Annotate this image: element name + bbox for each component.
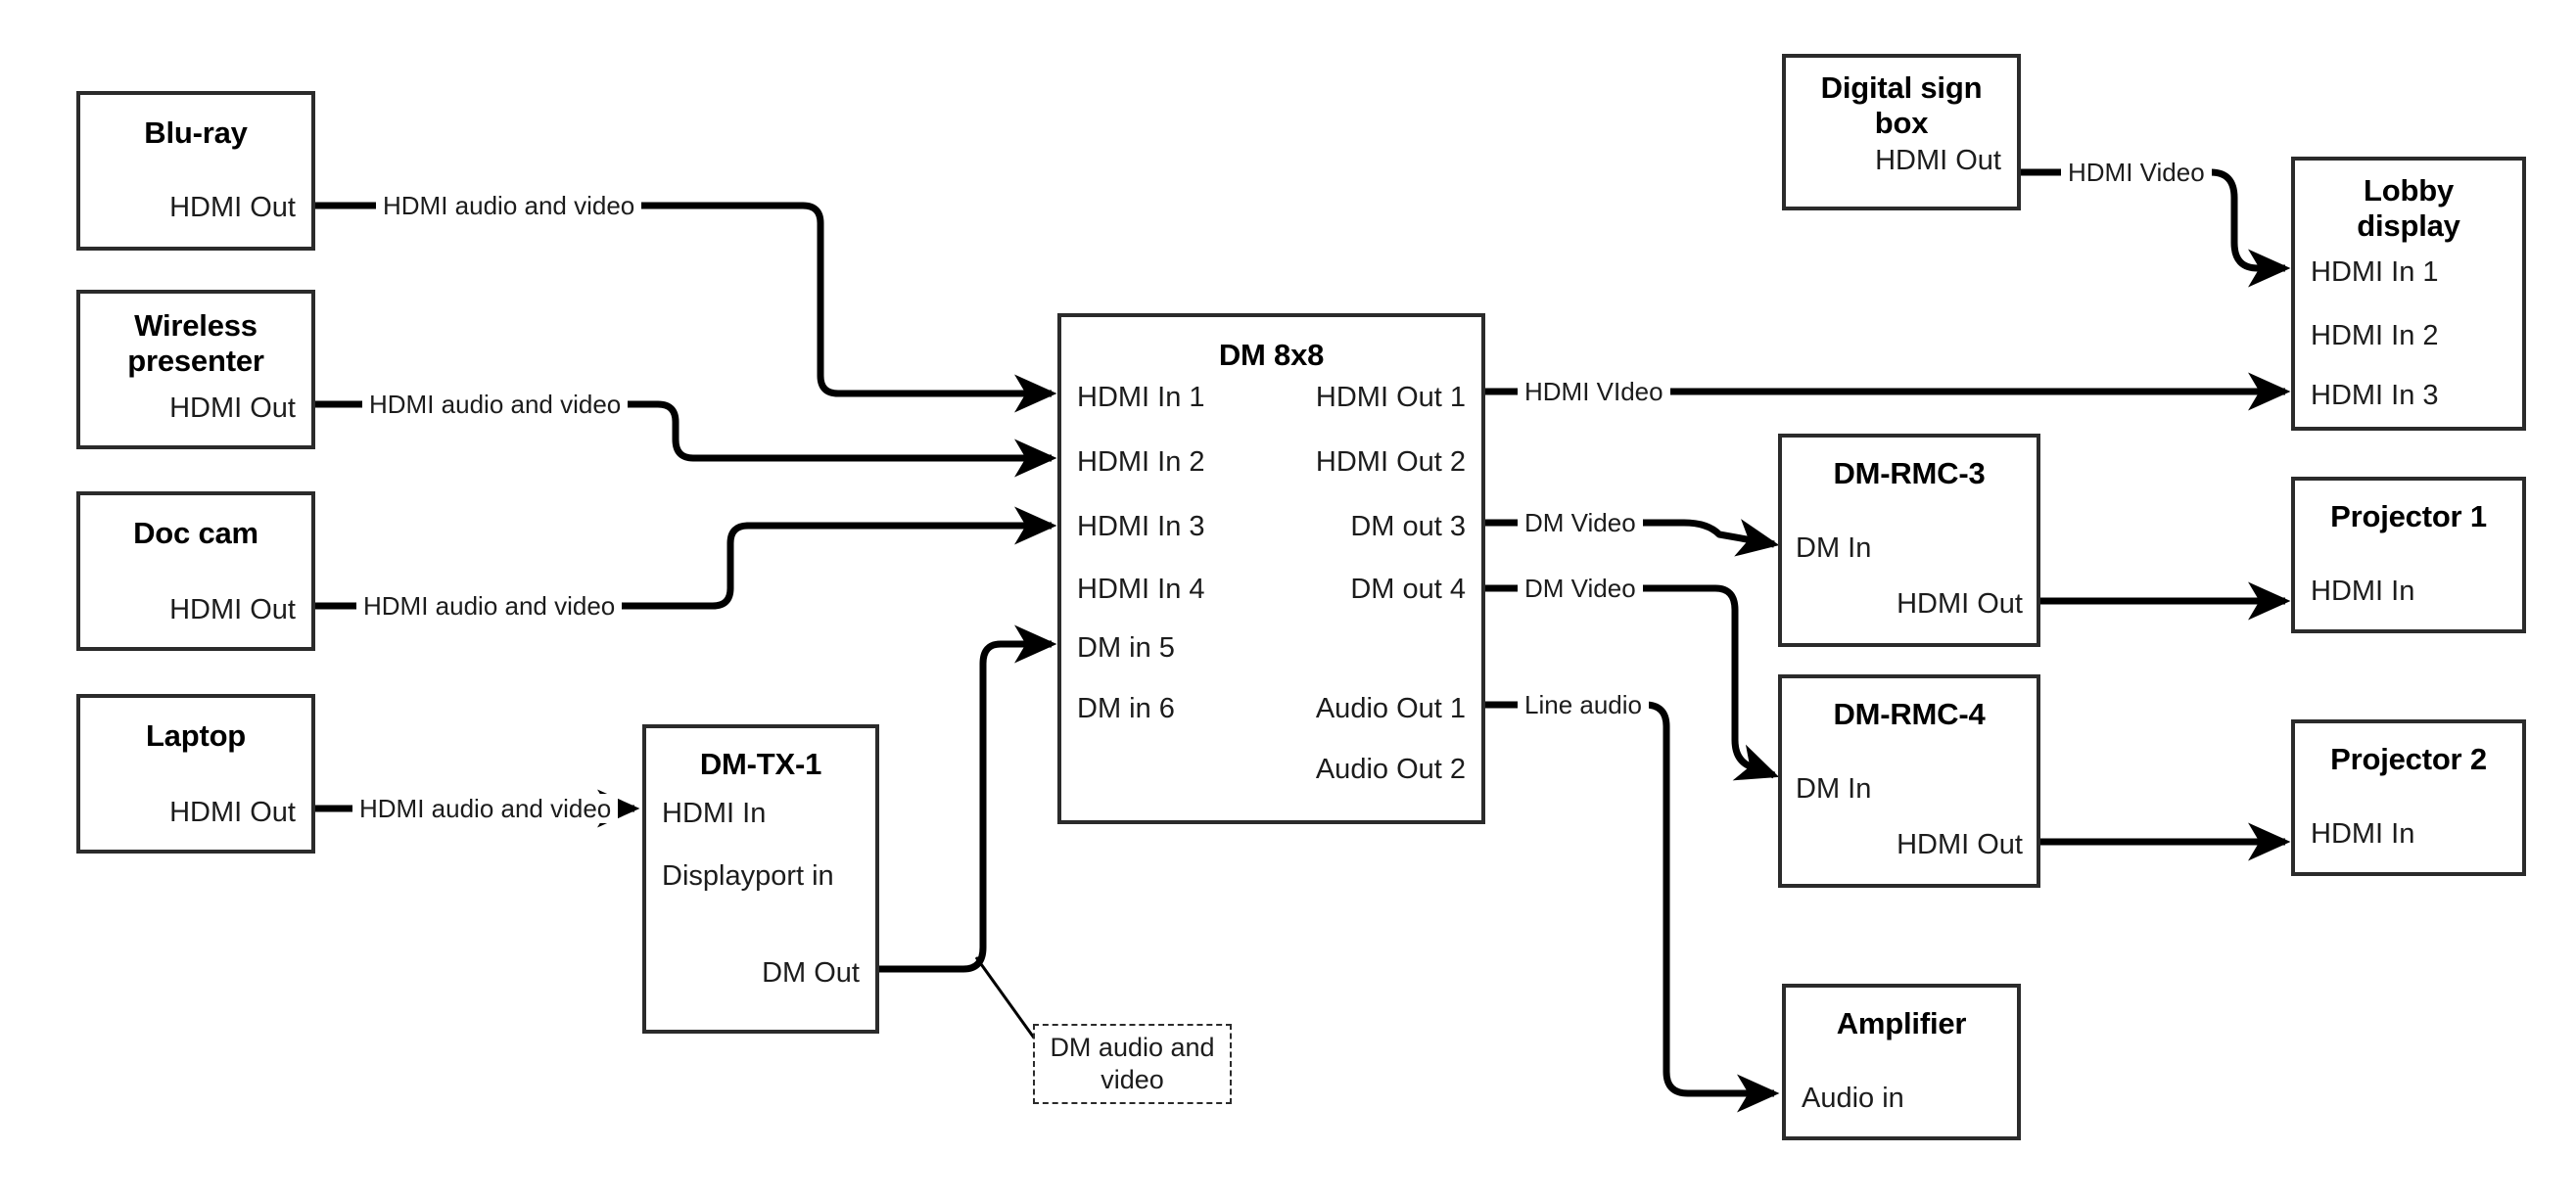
device-dm-rmc-4-port-hdmi-out: HDMI Out — [1897, 829, 2023, 860]
device-dm-8x8-input-hdmi-in-3: HDMI In 3 — [1077, 511, 1205, 542]
device-doc-cam-title: Doc cam — [133, 516, 258, 550]
device-dm-tx-1-port-hdmi-in: HDMI In — [662, 798, 767, 829]
wire-dmtx1-to-dm8x8 — [879, 624, 1057, 973]
leader-dm-audio-video — [974, 956, 1038, 1041]
wire-bluray-to-dm8x8 — [315, 202, 1057, 413]
device-projector-2[interactable]: Projector 2 HDMI In — [2291, 719, 2526, 876]
edge-label-hdmi-video-out1: HDMI VIdeo — [1518, 377, 1670, 406]
edge-label-wireless-to-dm8x8: HDMI audio and video — [362, 390, 629, 419]
device-digital-sign-box-title-line1: Digital sign — [1820, 70, 1983, 105]
device-lobby-display-title-line1: Lobby — [2364, 173, 2454, 208]
device-dm-tx-1-port-dm-out: DM Out — [762, 957, 860, 989]
wire-wireless-to-dm8x8 — [315, 400, 1057, 478]
device-dm-rmc-3[interactable]: DM-RMC-3 DM In HDMI Out — [1778, 434, 2040, 647]
device-dm-8x8-output-audio-out-2: Audio Out 2 — [1315, 754, 1466, 785]
device-digital-sign-box-title-line2: box — [1874, 106, 1929, 140]
edge-label-dm-video-out3: DM Video — [1518, 508, 1643, 537]
device-doc-cam-port-hdmi-out: HDMI Out — [169, 594, 296, 625]
device-lobby-display-input-hdmi-in-2: HDMI In 2 — [2311, 320, 2439, 351]
device-dm-8x8-output-dm-out-4: DM out 4 — [1350, 574, 1466, 605]
device-projector-1[interactable]: Projector 1 HDMI In — [2291, 477, 2526, 633]
device-amplifier[interactable]: Amplifier Audio in — [1782, 984, 2021, 1140]
edge-label-bluray-to-dm8x8: HDMI audio and video — [376, 191, 642, 220]
device-lobby-display-input-hdmi-in-1: HDMI In 1 — [2311, 256, 2439, 288]
device-dm-8x8-output-hdmi-out-2: HDMI Out 2 — [1315, 446, 1466, 478]
device-digital-sign-box-port-hdmi-out: HDMI Out — [1875, 145, 2001, 176]
device-digital-sign-box[interactable]: Digital sign box HDMI Out — [1782, 54, 2021, 210]
device-dm-tx-1[interactable]: DM-TX-1 HDMI In Displayport in DM Out — [642, 724, 879, 1034]
edge-label-dm-video-out4: DM Video — [1518, 574, 1643, 603]
device-projector-1-port-hdmi-in: HDMI In — [2311, 576, 2415, 607]
device-bluray-title: Blu-ray — [144, 115, 248, 150]
edge-label-laptop-to-dmtx1: HDMI audio and video — [352, 794, 619, 823]
device-dm-8x8-input-dm-in-5: DM in 5 — [1077, 632, 1175, 664]
device-dm-8x8-input-hdmi-in-1: HDMI In 1 — [1077, 382, 1205, 413]
device-projector-2-port-hdmi-in: HDMI In — [2311, 818, 2415, 850]
device-dm-8x8-output-hdmi-out-1: HDMI Out 1 — [1315, 382, 1466, 413]
edge-label-line-audio: Line audio — [1518, 690, 1649, 719]
device-projector-2-title: Projector 2 — [2330, 742, 2487, 776]
device-dm-rmc-3-port-dm-in: DM In — [1796, 532, 1872, 564]
edge-label-doccam-to-dm8x8: HDMI audio and video — [356, 591, 623, 621]
device-laptop[interactable]: Laptop HDMI Out — [76, 694, 315, 854]
device-bluray[interactable]: Blu-ray HDMI Out — [76, 91, 315, 251]
device-dm-8x8-output-audio-out-1: Audio Out 1 — [1315, 693, 1466, 724]
device-dm-tx-1-port-displayport-in: Displayport in — [662, 860, 834, 892]
device-lobby-display-title-line2: display — [2357, 208, 2460, 243]
device-dm-rmc-4-port-dm-in: DM In — [1796, 773, 1872, 805]
device-lobby-display[interactable]: Lobby display HDMI In 1 HDMI In 2 HDMI I… — [2291, 157, 2526, 431]
device-dm-8x8-input-hdmi-in-4: HDMI In 4 — [1077, 574, 1205, 605]
device-amplifier-port-audio-in: Audio in — [1802, 1083, 1904, 1114]
device-dm-8x8-input-hdmi-in-2: HDMI In 2 — [1077, 446, 1205, 478]
device-wireless-presenter-title-line1: Wireless — [134, 308, 258, 343]
wire-digitalsign-to-lobby — [2021, 168, 2291, 288]
device-dm-8x8-title: DM 8x8 — [1218, 338, 1325, 372]
device-wireless-presenter[interactable]: Wireless presenter HDMI Out — [76, 290, 315, 449]
wire-dm8x8-to-amplifier — [1485, 701, 1780, 1113]
device-dm-rmc-4-title: DM-RMC-4 — [1833, 697, 1986, 731]
device-amplifier-title: Amplifier — [1836, 1006, 1967, 1040]
device-projector-1-title: Projector 1 — [2330, 499, 2487, 533]
wire-dm8x8-to-dmrmc4 — [1485, 584, 1780, 781]
callout-dm-audio-and-video-text: DM audio and video — [1050, 1033, 1215, 1094]
device-dm-rmc-4[interactable]: DM-RMC-4 DM In HDMI Out — [1778, 674, 2040, 888]
device-lobby-display-input-hdmi-in-3: HDMI In 3 — [2311, 380, 2439, 411]
wire-dm8x8-to-dmrmc3 — [1485, 519, 1780, 557]
device-dm-tx-1-title: DM-TX-1 — [699, 747, 822, 781]
device-dm-8x8[interactable]: DM 8x8 HDMI In 1 HDMI In 2 HDMI In 3 HDM… — [1057, 313, 1485, 824]
edge-label-digitalsign-hdmi-video: HDMI Video — [2061, 158, 2212, 187]
wire-doccam-to-dm8x8 — [315, 506, 1057, 610]
device-bluray-port-hdmi-out: HDMI Out — [169, 192, 296, 223]
device-dm-8x8-output-dm-out-3: DM out 3 — [1350, 511, 1466, 542]
device-dm-rmc-3-title: DM-RMC-3 — [1833, 456, 1986, 490]
callout-dm-audio-and-video: DM audio and video — [1033, 1024, 1232, 1104]
device-dm-8x8-input-dm-in-6: DM in 6 — [1077, 693, 1175, 724]
device-wireless-presenter-port-hdmi-out: HDMI Out — [169, 393, 296, 424]
device-laptop-title: Laptop — [145, 718, 247, 753]
device-doc-cam[interactable]: Doc cam HDMI Out — [76, 491, 315, 651]
device-dm-rmc-3-port-hdmi-out: HDMI Out — [1897, 588, 2023, 620]
device-laptop-port-hdmi-out: HDMI Out — [169, 797, 296, 828]
device-wireless-presenter-title-line2: presenter — [127, 344, 264, 378]
